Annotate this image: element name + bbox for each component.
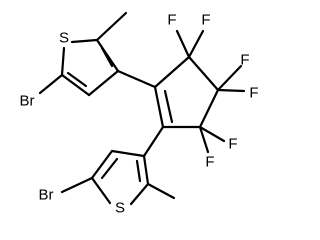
- bond: [100, 157, 119, 180]
- bond: [135, 159, 142, 183]
- bond: [216, 88, 246, 93]
- ring-connector-bond: [116, 69, 157, 89]
- bromo-bond: [38, 73, 64, 95]
- bond: [70, 38, 99, 44]
- cyclopentene-ring: [116, 55, 220, 158]
- ring-connector-bond: [142, 125, 165, 158]
- bottom-thiophene-ring: [60, 149, 176, 206]
- bond: [216, 64, 243, 92]
- bond: [66, 71, 88, 88]
- bromine-atom-label: Br: [20, 93, 35, 110]
- bond: [90, 176, 112, 205]
- fluorine-atom-label: F: [201, 12, 210, 29]
- bond: [187, 55, 220, 92]
- bond: [129, 182, 150, 206]
- bond: [163, 89, 174, 124]
- fluorine-atom-label: F: [228, 136, 237, 153]
- bond: [100, 46, 114, 68]
- methyl-bond: [95, 11, 128, 42]
- fluorine-atom-label: F: [240, 52, 249, 69]
- fluorine-atom-label: F: [249, 85, 258, 102]
- molecule-structure-diagram: S Br F F F F F F S Br: [20, 11, 259, 217]
- bond: [198, 125, 226, 143]
- bond: [198, 88, 220, 129]
- bromine-atom-label: Br: [39, 187, 54, 204]
- bond: [198, 125, 210, 154]
- top-thiophene-ring: [38, 11, 128, 97]
- bond: [153, 85, 165, 129]
- fluorine-bonds: [175, 29, 246, 154]
- bond: [153, 55, 191, 89]
- sulfur-atom-label: S: [59, 30, 69, 47]
- fluorine-atom-label: F: [167, 12, 176, 29]
- bond: [90, 149, 114, 180]
- bromo-bond: [60, 176, 94, 194]
- bond: [142, 154, 150, 186]
- bond: [95, 38, 120, 73]
- bond: [87, 69, 120, 97]
- bond: [175, 29, 191, 59]
- bond: [187, 29, 205, 59]
- bond: [60, 73, 91, 97]
- sulfur-atom-label: S: [115, 200, 125, 217]
- bond: [110, 149, 146, 158]
- bond: [60, 46, 66, 77]
- fluorine-atom-label: F: [205, 154, 214, 171]
- methyl-bond: [146, 182, 176, 200]
